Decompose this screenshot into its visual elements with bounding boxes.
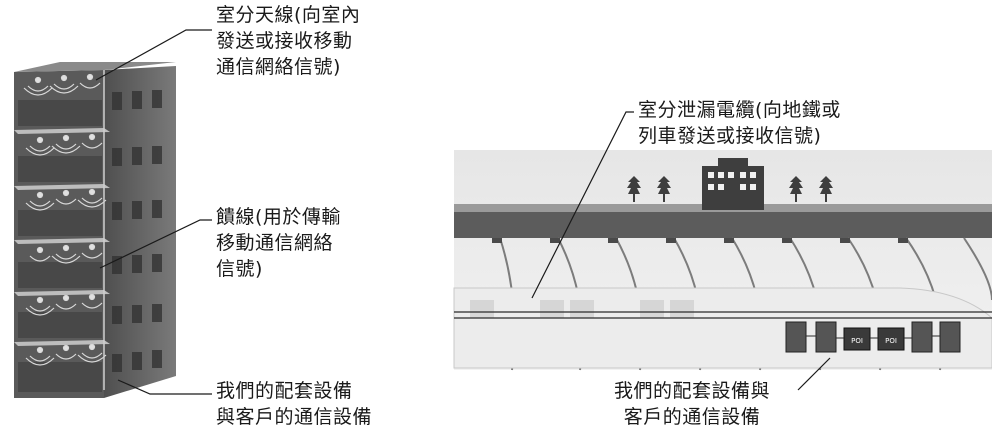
equipment-boxes [785, 321, 961, 353]
antenna-label: 室分天線(向室內 發送或接收移動 通信網絡信號) [216, 4, 361, 78]
feeder-label: 饋線(用於傳輸 移動通信網絡 信號) [216, 206, 341, 280]
equipment-label-left: 我們的配套設備 與客戶的通信設備 [216, 380, 373, 428]
equipment-label-right: 我們的配套設備與 客戶的通信設備 [613, 380, 770, 428]
leader-lines-left [95, 29, 212, 395]
building-floors [14, 100, 110, 392]
leader-lines-right [531, 111, 831, 391]
tree-icons [627, 176, 833, 202]
antenna-signal-icon [23, 73, 107, 366]
metro-train [453, 287, 992, 369]
city-building-icon [702, 158, 764, 210]
leaky-cable-label: 室分泄漏電纜(向地鐵或 列車發送或接收信號) [638, 99, 841, 147]
poi-label-2: POI [885, 337, 897, 345]
leaky-cable [454, 311, 992, 319]
building-windows [112, 90, 162, 372]
tunnel-antenna-icons [492, 238, 908, 243]
poi-label-1: POI [851, 337, 863, 345]
